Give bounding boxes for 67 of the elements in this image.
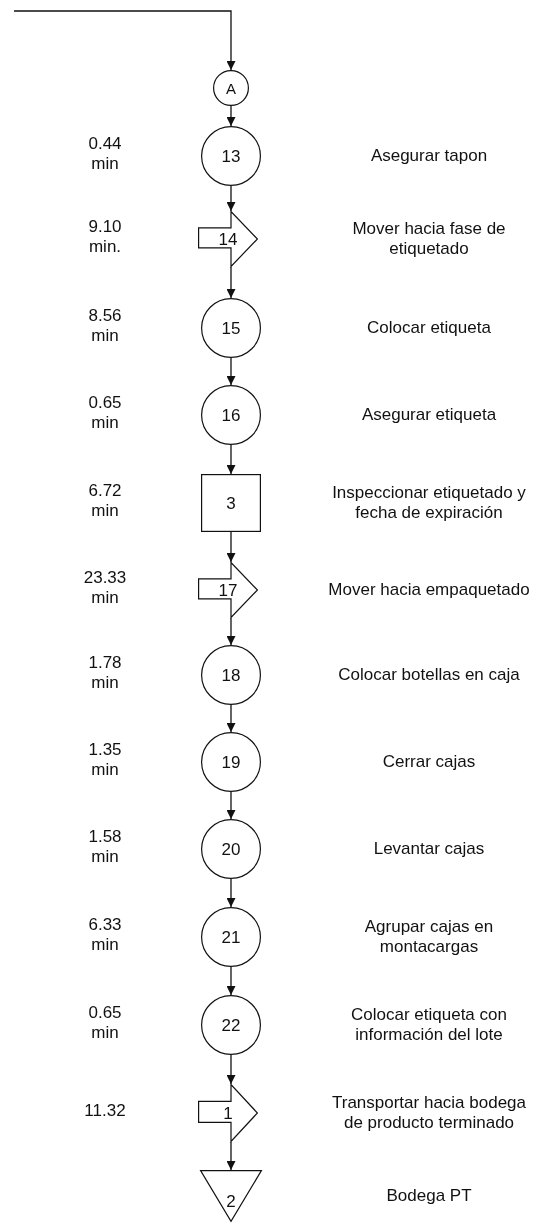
transport-symbol (198, 211, 258, 267)
flow-arrow (226, 791, 236, 820)
step-description: Cerrar cajas (381, 752, 477, 772)
flow-arrow (226, 357, 236, 386)
flow-arrow (226, 1141, 236, 1171)
transport-symbol (198, 1084, 258, 1142)
operation-circle (201, 645, 261, 705)
step-description: Inspeccionar etiquetado y fecha de expiración (331, 483, 527, 523)
flow-arrow (226, 185, 236, 212)
step-description: Mover hacia empaquetado (327, 580, 531, 600)
step-number: 18 (221, 666, 241, 684)
operation-circle (201, 126, 261, 186)
flow-arrow (226, 704, 236, 733)
flow-arrow (13, 10, 236, 71)
step-description: Transportar hacia bodega de producto terminado (330, 1093, 528, 1133)
step-number: 3 (226, 494, 236, 512)
flow-arrow (226, 444, 236, 475)
flow-arrow (226, 966, 236, 996)
operation-circle (201, 298, 261, 358)
operation-circle (201, 819, 261, 879)
step-number: 17 (218, 581, 238, 599)
step-number: 21 (221, 928, 241, 946)
operation-circle (201, 732, 261, 792)
time-label: 23.33 min (82, 568, 128, 608)
step-description: Colocar etiqueta (366, 318, 492, 338)
flow-arrow (226, 266, 236, 299)
step-number: 22 (221, 1016, 241, 1034)
time-label: 6.72 min (87, 481, 123, 521)
operation-circle (201, 995, 261, 1055)
step-number: 14 (218, 230, 238, 248)
step-description: Asegurar etiqueta (360, 405, 498, 425)
transport-symbol (198, 562, 258, 618)
step-number: 2 (226, 1192, 236, 1210)
step-number: 19 (221, 753, 241, 771)
inspection-square (201, 474, 261, 532)
time-label: 0.65 min (87, 1003, 123, 1043)
time-label: 8.56 min (87, 306, 123, 346)
step-description: Asegurar tapon (369, 146, 489, 166)
flow-arrow (226, 1054, 236, 1085)
step-description: Mover hacia fase de etiquetado (351, 219, 507, 259)
time-label: 1.78 min (87, 653, 123, 693)
time-label: 1.35 min (87, 740, 123, 780)
time-label: 0.44 min (87, 134, 123, 174)
time-label: 9.10 min. (87, 217, 123, 257)
step-number: 16 (221, 406, 241, 424)
operation-circle (201, 385, 261, 445)
flow-arrow (226, 617, 236, 646)
step-number: 1 (223, 1104, 233, 1122)
flow-arrow (226, 878, 236, 908)
step-number: 13 (221, 147, 241, 165)
flow-arrow (226, 531, 236, 563)
operation-circle (201, 907, 261, 967)
time-label: 11.32 (83, 1101, 127, 1121)
time-label: 6.33 min (87, 915, 123, 955)
step-description: Bodega PT (385, 1186, 473, 1206)
step-description: Agrupar cajas en montacargas (363, 917, 495, 957)
step-number: 20 (221, 840, 241, 858)
flow-arrow (226, 105, 236, 127)
step-number: A (226, 80, 236, 96)
time-label: 0.65 min (87, 393, 123, 433)
step-description: Colocar etiqueta con información del lote (350, 1005, 508, 1045)
time-label: 1.58 min (87, 827, 123, 867)
storage-triangle (200, 1170, 262, 1222)
connector-circle (213, 70, 249, 106)
step-description: Colocar botellas en caja (337, 665, 521, 685)
step-description: Levantar cajas (372, 839, 486, 859)
step-number: 15 (221, 319, 241, 337)
